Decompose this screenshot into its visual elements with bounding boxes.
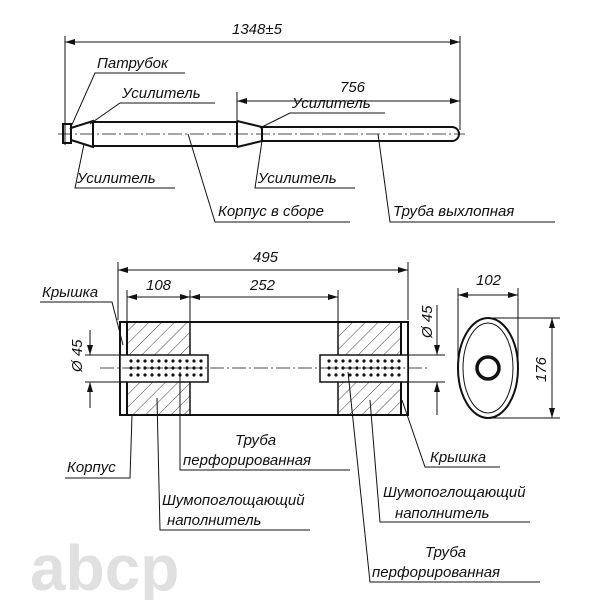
perforation-hole (327, 373, 331, 377)
perforation-hole (348, 359, 352, 363)
perforation-hole (136, 373, 140, 377)
perforation-hole (369, 373, 373, 377)
perforation-hole (185, 366, 189, 370)
perforation-hole (355, 373, 359, 377)
perforation-hole (376, 373, 380, 377)
perforation-hole (327, 359, 331, 363)
perforation-hole (383, 359, 387, 363)
perforation-hole (397, 373, 401, 377)
perforation-hole (334, 373, 338, 377)
dim-dia-left: Ø 45 (69, 339, 86, 373)
label-absorber: Шумопоглощающий (383, 484, 526, 501)
label-reinforcer: Усилитель (76, 170, 156, 187)
section-view: 495 108 252 Ø 45 Ø 45 Крышка Корпус Труб… (40, 249, 540, 583)
label-exhaust-pipe: Труба выхлопная (393, 203, 514, 220)
dim-middle: 252 (249, 277, 276, 294)
label-reinforcer: Усилитель (257, 170, 337, 187)
perforation-hole (185, 359, 189, 363)
dim-width: 102 (476, 272, 502, 289)
perforation-hole (164, 359, 168, 363)
perforation-hole (341, 373, 345, 377)
dim-left: 108 (146, 277, 172, 294)
end-outer (457, 317, 519, 419)
label-inlet: Патрубок (97, 55, 169, 72)
dim-dia-right: Ø 45 (419, 305, 436, 339)
perforation-hole (185, 373, 189, 377)
perforation-hole (348, 373, 352, 377)
dim-height: 176 (533, 356, 550, 382)
perforation-hole (150, 373, 154, 377)
perforation-hole (383, 366, 387, 370)
perforation-hole (334, 366, 338, 370)
dim-total: 1348±5 (232, 21, 283, 38)
perforation-hole (192, 359, 196, 363)
perforation-hole (129, 359, 133, 363)
perforation-hole (390, 359, 394, 363)
perforation-hole (192, 373, 196, 377)
label-absorber: Шумопоглощающий (162, 492, 305, 509)
perforation-hole (355, 366, 359, 370)
label-housing: Корпус (67, 459, 116, 476)
label-cap: Крышка (430, 449, 486, 466)
label-absorber: наполнитель (395, 505, 490, 522)
perforation-hole (150, 359, 154, 363)
label-perf-pipe: Труба (235, 432, 276, 449)
perforation-hole (143, 359, 147, 363)
perforation-hole (164, 373, 168, 377)
perforation-hole (334, 359, 338, 363)
label-absorber: наполнитель (167, 512, 262, 529)
top-view: 1348±5 756 Патрубок Усилитель Усилитель … (58, 21, 555, 223)
perforation-hole (129, 373, 133, 377)
perforation-hole (178, 359, 182, 363)
perforation-hole (369, 359, 373, 363)
perforation-hole (171, 373, 175, 377)
perforation-hole (171, 359, 175, 363)
perforation-hole (199, 373, 203, 377)
label-perf-pipe: перфорированная (183, 452, 311, 469)
label-perf-pipe: перфорированная (372, 564, 500, 581)
dim-tail: 756 (340, 79, 366, 96)
watermark-logo: abcp (30, 532, 179, 600)
perforation-hole (397, 359, 401, 363)
label-reinforcer: Усилитель (291, 95, 371, 112)
perforation-hole (376, 366, 380, 370)
inlet-pipe (62, 123, 72, 144)
perforation-hole (341, 359, 345, 363)
label-cap: Крышка (42, 284, 98, 301)
end-view: 102 176 (457, 272, 560, 419)
perforation-hole (376, 359, 380, 363)
perforation-hole (143, 373, 147, 377)
perforation-hole (355, 359, 359, 363)
perforation-hole (362, 373, 366, 377)
perforation-hole (157, 359, 161, 363)
perforation-hole (362, 359, 366, 363)
outlet-hole (475, 355, 501, 381)
label-body-assembly: Корпус в сборе (218, 203, 324, 220)
label-perf-pipe: Труба (425, 544, 466, 561)
perforation-hole (383, 373, 387, 377)
perforation-hole (136, 366, 140, 370)
perforation-hole (157, 366, 161, 370)
perforation-hole (136, 359, 140, 363)
perforation-hole (199, 359, 203, 363)
perforation-hole (390, 373, 394, 377)
dim-length: 495 (253, 249, 279, 266)
label-reinforcer: Усилитель (121, 85, 201, 102)
perforation-hole (157, 373, 161, 377)
